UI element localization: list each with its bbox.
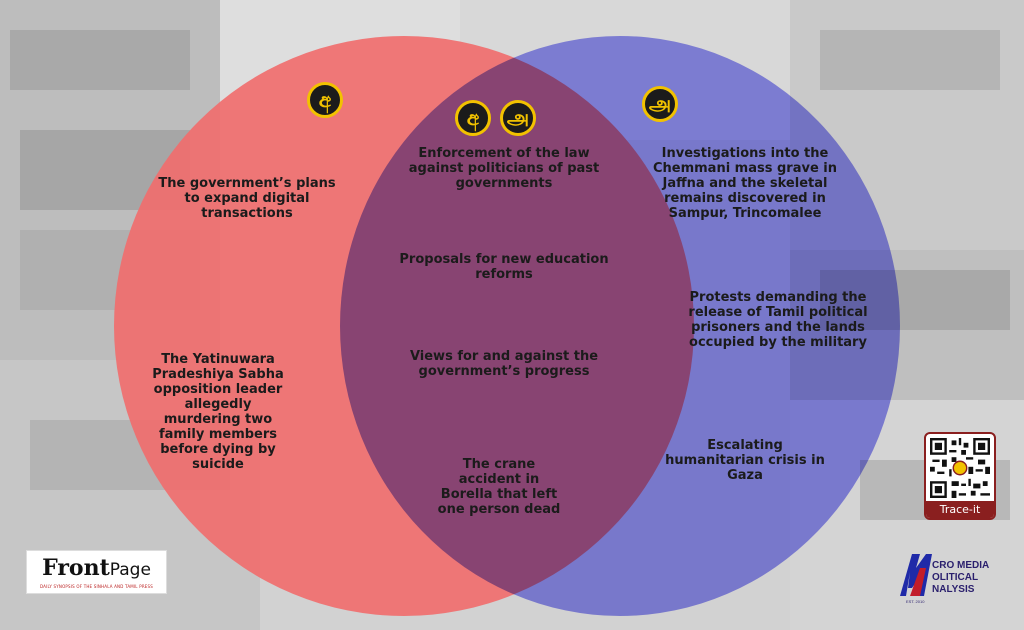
left-item-yatinuwara: The Yatinuwara Pradeshiya Sabha oppositi… <box>152 352 284 472</box>
acro-media-logo: CRO MEDIA OLITICAL NALYSIS EST. 2010 <box>900 554 989 604</box>
trace-it-label: Trace-it <box>926 501 994 518</box>
tamil-letter-icon: அ <box>642 86 678 122</box>
overlap-item-crane-accident: The crane accident in Borella that left … <box>437 457 561 517</box>
right-item-protests: Protests demanding the release of Tamil … <box>688 290 868 350</box>
frontpage-logo: FrontPage DAILY SYNOPSIS OF THE SINHALA … <box>26 550 167 594</box>
right-item-gaza: Escalating humanitarian crisis in Gaza <box>665 438 825 483</box>
acro-logo-line2: OLITICAL <box>932 572 978 583</box>
frontpage-logo-tagline: DAILY SYNOPSIS OF THE SINHALA AND TAMIL … <box>39 584 154 589</box>
trace-it-qr-code[interactable]: Trace-it <box>924 432 996 520</box>
right-circle-tamil-press <box>340 36 900 616</box>
left-item-digital-transactions: The government’s plans to expand digital… <box>158 176 336 221</box>
overlap-item-education-reforms: Proposals for new education reforms <box>399 252 609 282</box>
overlap-item-law-enforcement: Enforcement of the law against politicia… <box>408 146 600 191</box>
sinhala-letter-icon: අ <box>307 82 343 118</box>
tamil-letter-icon-overlap: அ <box>500 100 536 136</box>
frontpage-logo-title: Front <box>42 555 110 581</box>
sinhala-letter-icon-overlap: අ <box>455 100 491 136</box>
acro-logo-est: EST. 2010 <box>906 599 925 604</box>
right-item-chemmani: Investigations into the Chemmani mass gr… <box>652 146 838 221</box>
qr-code-icon <box>930 438 990 498</box>
frontpage-logo-suffix: Page <box>109 560 151 580</box>
overlap-item-government-progress: Views for and against the government’s p… <box>409 349 599 379</box>
acro-logo-line1: CRO MEDIA <box>932 560 989 571</box>
acro-logo-line3: NALYSIS <box>932 584 975 595</box>
